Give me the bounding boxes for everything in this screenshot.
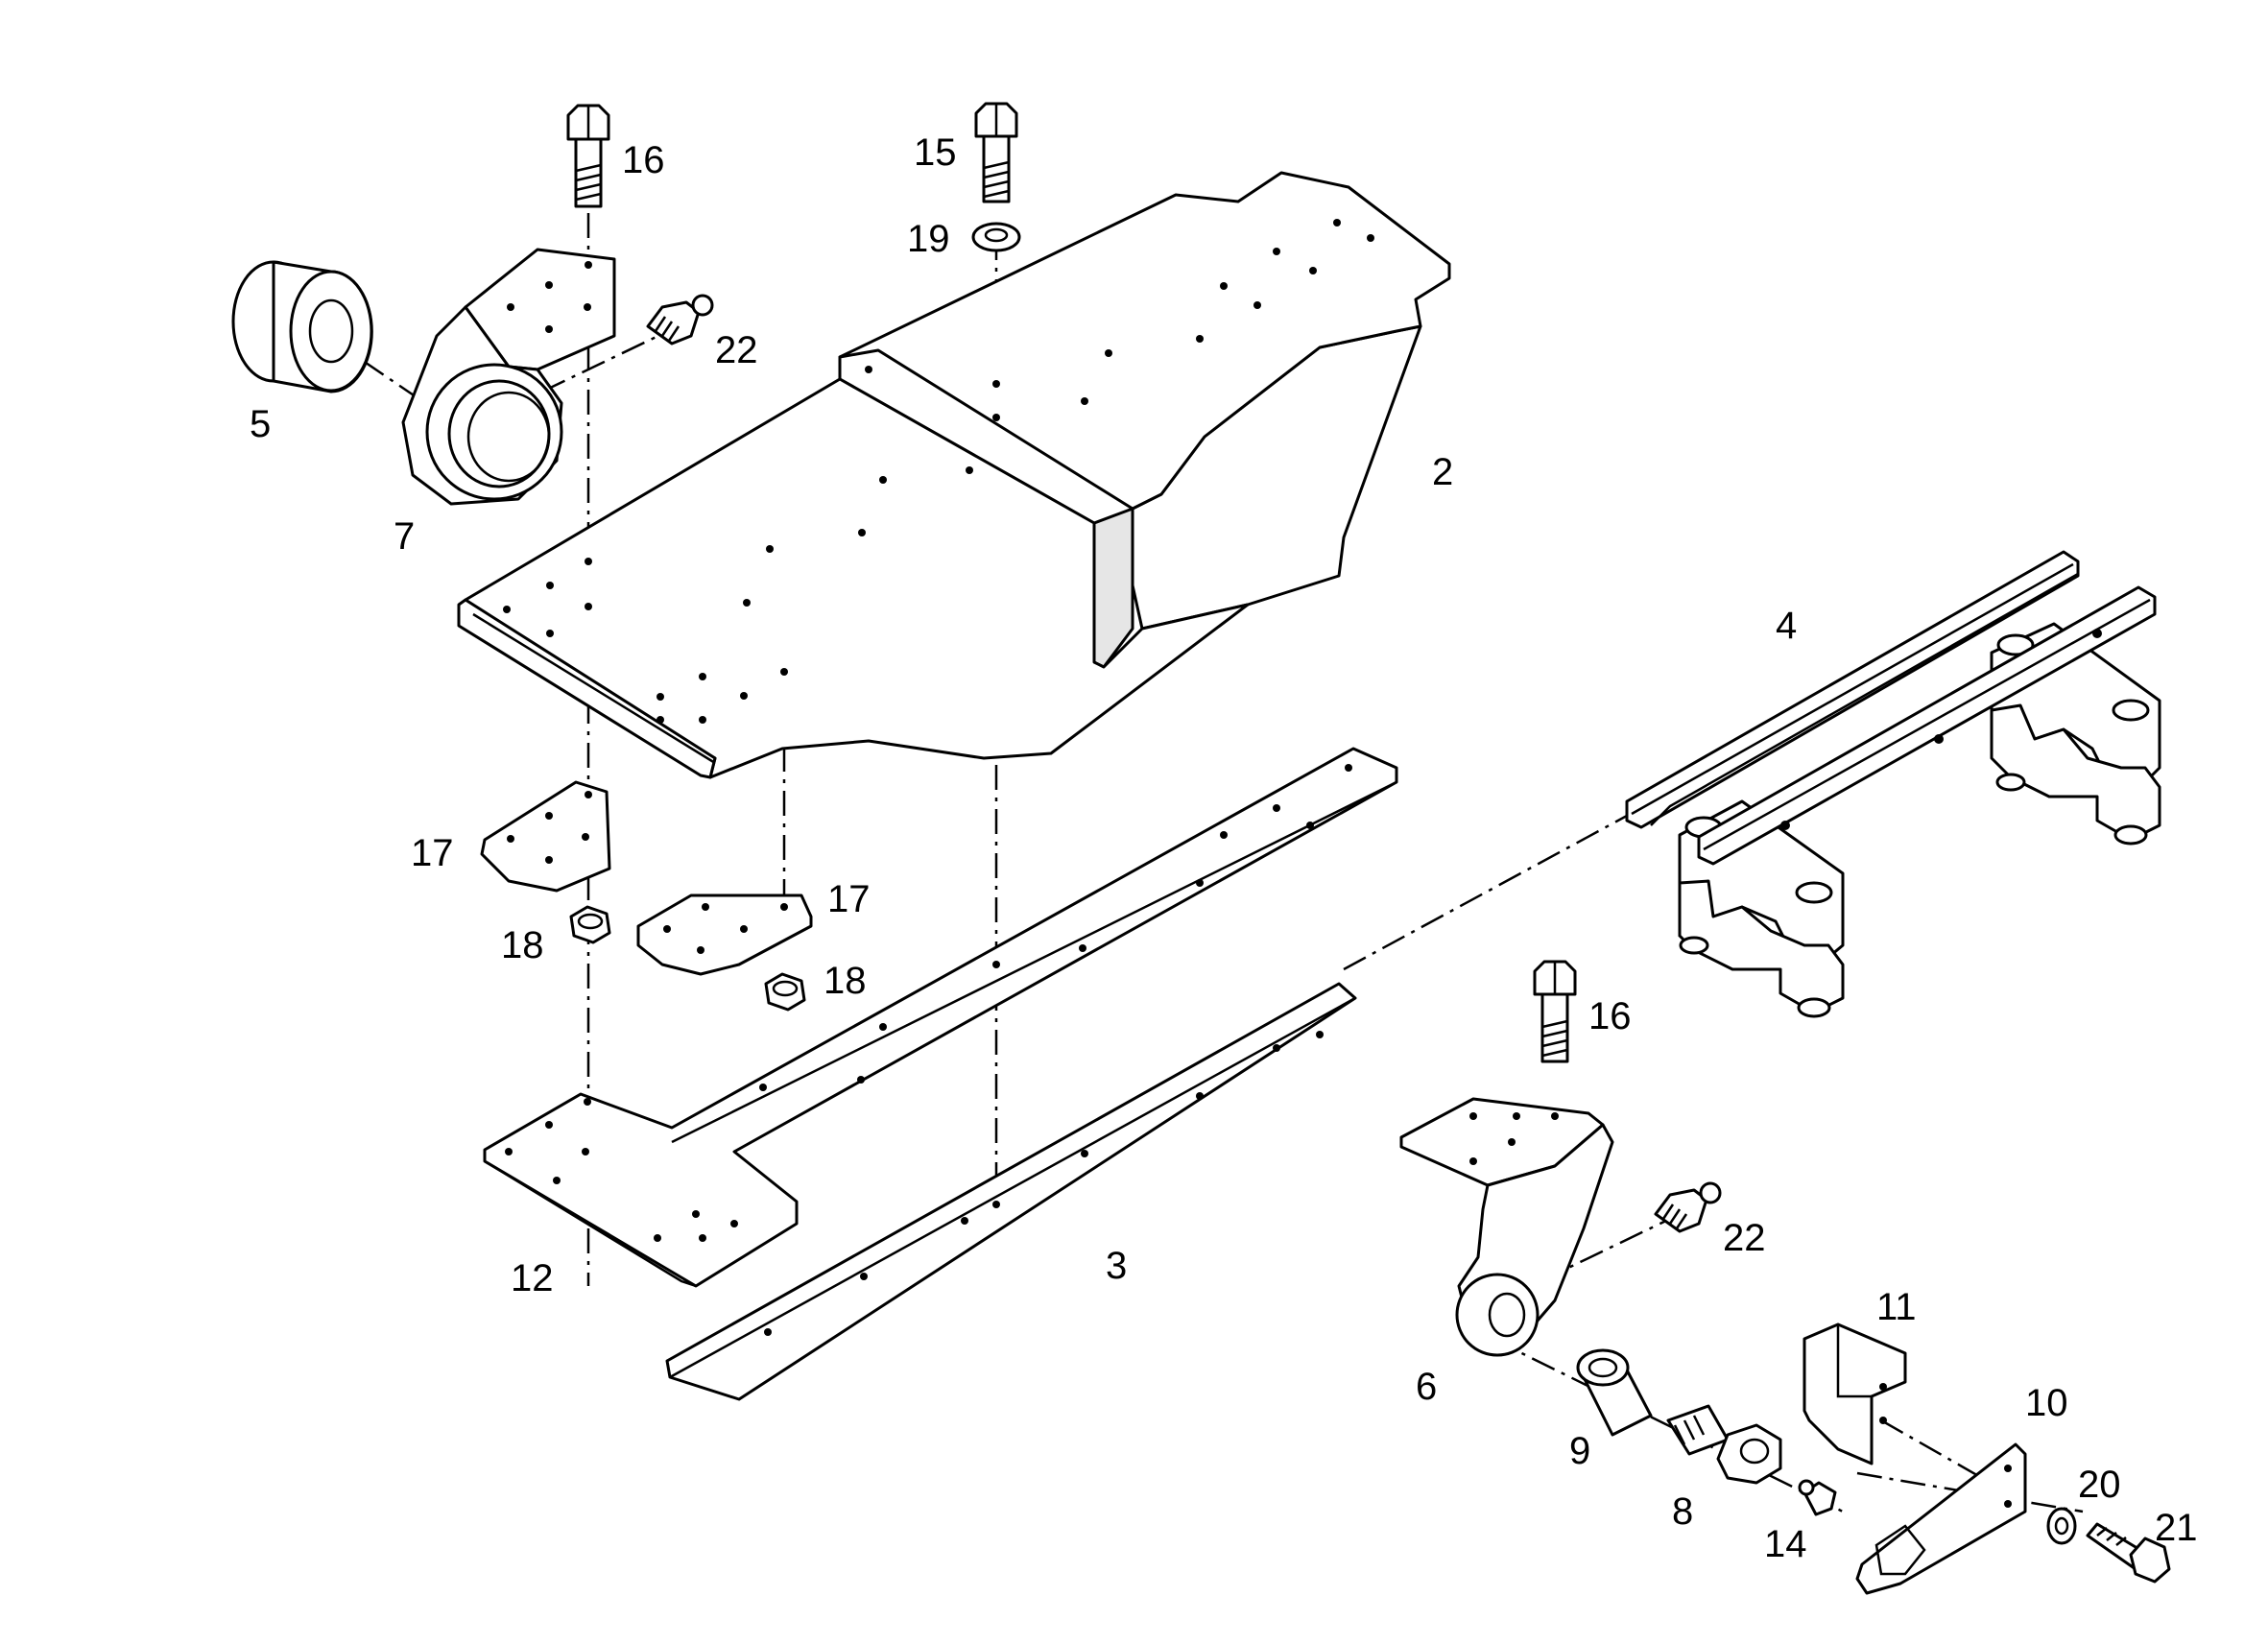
callout-12: 12	[511, 1257, 554, 1299]
callout-21: 21	[2155, 1507, 2198, 1549]
part-9-sleeve	[1576, 1348, 1653, 1437]
callout-15: 15	[914, 131, 957, 174]
part-22-grease-nipple-lower	[1654, 1181, 1722, 1233]
part-21-bolt	[2086, 1522, 2171, 1584]
callout-4: 4	[1776, 605, 1797, 647]
part-6-lower-bracket	[1399, 1097, 1614, 1357]
part-7-flanged-bracket	[401, 248, 616, 506]
part-5-bushing	[231, 260, 373, 393]
part-15-bolt	[974, 102, 1018, 203]
callout-17-left: 17	[411, 832, 454, 874]
callout-labels: 16 15 19 22 5 7 2 4 17 17 18 18 16 22 12…	[250, 131, 2198, 1565]
callout-16-lower: 16	[1588, 995, 1632, 1037]
part-2-holes	[503, 219, 1374, 724]
part-8-hex-pin	[1666, 1404, 1782, 1485]
part-4-rail-clamp-assembly	[1625, 550, 2161, 1018]
callout-18-right: 18	[824, 960, 867, 1002]
part-11-block	[1802, 1322, 1907, 1465]
part-10-locking-plate	[1855, 1442, 2027, 1595]
callout-6: 6	[1416, 1366, 1437, 1408]
part-17-plate-right	[636, 893, 813, 976]
callout-19: 19	[907, 218, 950, 260]
callout-2: 2	[1432, 451, 1453, 493]
part-22-grease-nipple-upper	[646, 294, 714, 345]
part-19-washer	[971, 222, 1021, 252]
part-16-bolt-upper	[566, 104, 610, 208]
part-20-washer	[2046, 1507, 2077, 1545]
callout-18-left: 18	[501, 924, 544, 966]
part-12-base-plate	[483, 747, 1398, 1288]
callout-3: 3	[1106, 1245, 1127, 1287]
part-14-fitting	[1798, 1479, 1837, 1516]
part-2-main-bracket	[457, 171, 1451, 779]
callout-20: 20	[2078, 1464, 2121, 1506]
callout-17-right: 17	[827, 878, 871, 920]
part-16-bolt-lower	[1533, 960, 1577, 1063]
callout-7: 7	[394, 515, 415, 558]
callout-16-upper: 16	[622, 139, 665, 181]
part-17-plate-left	[480, 780, 611, 893]
callout-9: 9	[1569, 1430, 1590, 1472]
part-18-nut-right	[764, 972, 806, 1012]
callout-11: 11	[1876, 1286, 1917, 1328]
callout-8: 8	[1672, 1490, 1693, 1533]
callout-22-upper: 22	[715, 329, 758, 371]
callout-22-lower: 22	[1723, 1217, 1766, 1259]
part-3-long-plate	[665, 982, 1357, 1401]
callout-5: 5	[250, 403, 271, 445]
callout-10: 10	[2025, 1382, 2068, 1424]
callout-14: 14	[1764, 1523, 1807, 1565]
part-18-nut-left	[569, 905, 611, 944]
